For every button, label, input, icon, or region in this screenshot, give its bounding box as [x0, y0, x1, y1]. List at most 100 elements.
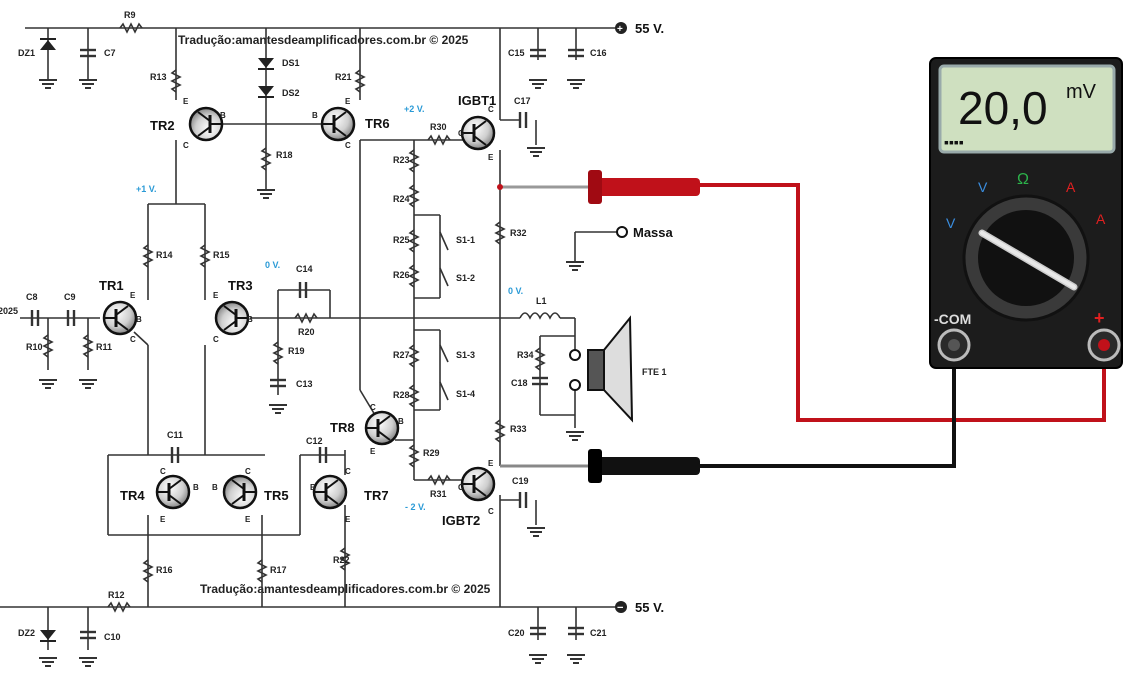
massa-terminal: [616, 226, 628, 238]
positive-rail: +: [25, 22, 627, 35]
meter-bargraph: ▪▪▪▪: [944, 134, 964, 150]
svg-text:R33: R33: [510, 424, 527, 434]
svg-text:R13: R13: [150, 72, 167, 82]
svg-text:DZ1: DZ1: [18, 48, 35, 58]
svg-text:C: C: [345, 141, 351, 150]
meter-reading: 20,0: [958, 82, 1048, 134]
svg-text:R34: R34: [517, 350, 534, 360]
svg-text:B: B: [220, 111, 226, 120]
label-tr8: TR8: [330, 420, 355, 435]
svg-text:G: G: [458, 483, 464, 492]
svg-text:+: +: [617, 24, 623, 35]
black-probe[interactable]: [500, 345, 956, 483]
voltage-igbt1: +2 V.: [404, 104, 424, 114]
svg-text:C20: C20: [508, 628, 525, 638]
svg-text:C11: C11: [167, 430, 183, 440]
resistor-labels: R9 R13 R21 R18 R14 R15 R10 R11 R20 R19 R…: [26, 10, 534, 600]
input-label: 2025: [0, 306, 18, 316]
label-tr3: TR3: [228, 278, 253, 293]
svg-text:C: C: [370, 403, 376, 412]
svg-text:E: E: [488, 459, 494, 468]
svg-text:R23: R23: [393, 155, 410, 165]
svg-text:R27: R27: [393, 350, 410, 360]
svg-text:C13: C13: [296, 379, 313, 389]
dial-label-v-dc: V: [978, 179, 988, 195]
meter-unit: mV: [1066, 81, 1097, 103]
resistor-bodies: [42, 22, 561, 613]
ground-symbols: [38, 79, 586, 667]
svg-text:R16: R16: [156, 565, 173, 575]
svg-text:R32: R32: [510, 228, 527, 238]
label-tr1: TR1: [99, 278, 124, 293]
label-tr2: TR2: [150, 118, 175, 133]
svg-text:C10: C10: [104, 632, 121, 642]
svg-text:C: C: [345, 467, 351, 476]
svg-text:R29: R29: [423, 448, 440, 458]
svg-text:C8: C8: [26, 292, 38, 302]
svg-text:C: C: [245, 467, 251, 476]
svg-text:R12: R12: [108, 590, 125, 600]
svg-text:R9: R9: [124, 10, 136, 20]
svg-text:R10: R10: [26, 342, 43, 352]
svg-text:B: B: [398, 417, 404, 426]
circuit-wires: [20, 28, 618, 650]
label-igbt2: IGBT2: [442, 513, 480, 528]
switch-bodies: [439, 231, 449, 401]
multimeter-display: [938, 64, 1116, 154]
svg-text:E: E: [345, 515, 351, 524]
voltage-igbt2: - 2 V.: [405, 502, 426, 512]
svg-text:R20: R20: [298, 327, 315, 337]
label-igbt1: IGBT1: [458, 93, 496, 108]
com-label: -COM: [934, 311, 971, 327]
svg-text:B: B: [312, 111, 318, 120]
plus-label: +: [1094, 308, 1105, 328]
svg-text:−: −: [617, 602, 623, 614]
svg-text:C7: C7: [104, 48, 116, 58]
svg-text:E: E: [345, 97, 351, 106]
svg-text:C19: C19: [512, 476, 529, 486]
svg-text:DS2: DS2: [282, 88, 300, 98]
svg-text:C: C: [488, 507, 494, 516]
voltage-tr3: 0 V.: [265, 260, 280, 270]
svg-text:R30: R30: [430, 122, 447, 132]
label-tr5: TR5: [264, 488, 289, 503]
svg-text:G: G: [458, 129, 464, 138]
svg-text:DS1: DS1: [282, 58, 300, 68]
voltage-out: 0 V.: [508, 286, 523, 296]
svg-text:C15: C15: [508, 48, 525, 58]
svg-text:B: B: [247, 315, 253, 324]
dial-label-a-ac: A: [1096, 211, 1106, 227]
svg-text:E: E: [160, 515, 166, 524]
svg-text:E: E: [130, 291, 136, 300]
svg-text:C12: C12: [306, 436, 323, 446]
dial-label-v-ac: V: [946, 215, 956, 231]
positive-supply-label: 55 V.: [635, 21, 664, 36]
svg-text:E: E: [183, 97, 189, 106]
misc-labels: DZ1 DZ2 DS1 DS2 S1-1 S1-2 S1-3 S1-4 L1: [18, 48, 547, 638]
massa-label: Massa: [633, 225, 674, 240]
svg-text:C: C: [488, 105, 494, 114]
negative-supply-label: 55 V.: [635, 600, 664, 615]
capacitor-bodies: [30, 48, 584, 640]
svg-text:R11: R11: [96, 342, 112, 352]
svg-text:R15: R15: [213, 250, 230, 260]
svg-text:E: E: [245, 515, 251, 524]
svg-text:B: B: [212, 483, 218, 492]
capacitor-labels: C7 C15 C16 C17 C19 C8 C9 C14 C13 C11 C12…: [26, 48, 607, 642]
svg-text:C: C: [213, 335, 219, 344]
svg-text:E: E: [213, 291, 219, 300]
pin-labels: EBC EBC EBC EBC CBE CBE CBE CBE CGE EGC: [130, 97, 494, 524]
diode-bodies: [40, 38, 274, 642]
voltage-tr1: +1 V.: [136, 184, 156, 194]
svg-text:R25: R25: [393, 235, 410, 245]
dial-label-ohm: Ω: [1017, 171, 1029, 188]
red-probe[interactable]: [497, 170, 1106, 422]
svg-text:C: C: [130, 335, 136, 344]
svg-text:R19: R19: [288, 346, 305, 356]
svg-text:S1-1: S1-1: [456, 235, 475, 245]
svg-text:S1-3: S1-3: [456, 350, 475, 360]
svg-text:C14: C14: [296, 264, 313, 274]
negative-rail: −: [0, 601, 627, 614]
svg-text:R24: R24: [393, 194, 410, 204]
